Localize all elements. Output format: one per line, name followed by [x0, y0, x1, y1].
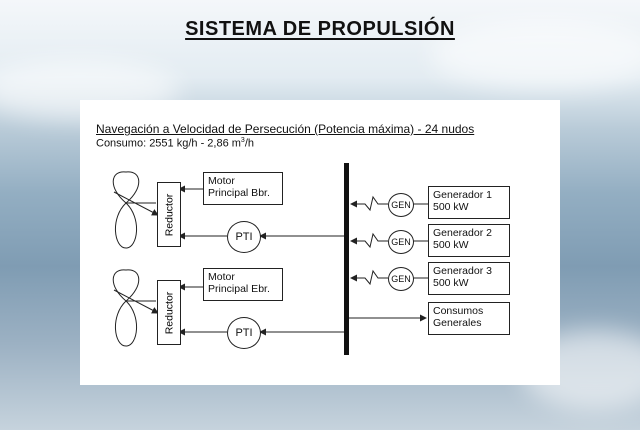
gen-circle: GEN [388, 230, 414, 254]
reductor-box: Reductor [157, 280, 181, 345]
gen-circle: GEN [388, 267, 414, 291]
reductor-box: Reductor [157, 182, 181, 247]
diagram-heading: Navegación a Velocidad de Persecución (P… [96, 122, 475, 136]
pti-circle: PTI [227, 317, 261, 349]
page-title: SISTEMA DE PROPULSIÓN [185, 18, 455, 40]
bus-bar [344, 163, 349, 355]
diagram-panel: Navegación a Velocidad de Persecución (P… [80, 100, 560, 385]
diagram-lines [112, 163, 428, 355]
pti-circle: PTI [227, 221, 261, 253]
consumption-text: Consumo: 2551 kg/h - 2,86 m3/h [96, 137, 255, 150]
propeller-icon [112, 269, 159, 347]
propeller-icon [112, 171, 159, 249]
gen-circle: GEN [388, 193, 414, 217]
